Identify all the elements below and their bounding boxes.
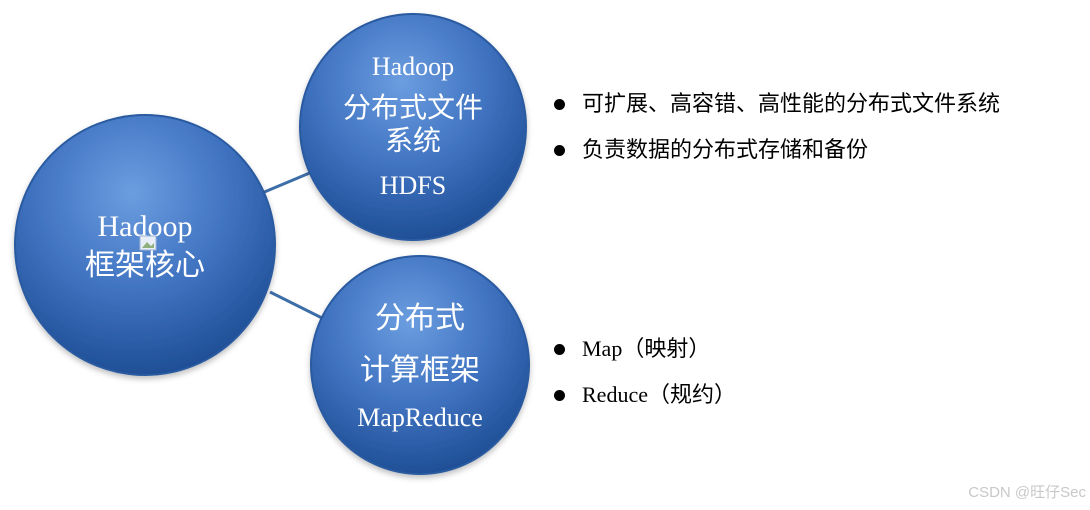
- bullet-icon: [554, 99, 565, 110]
- watermark: CSDN @旺仔Sec: [968, 484, 1086, 501]
- list-item-text: Map（映射）: [582, 336, 711, 361]
- list-item-text: 可扩展、高容错、高性能的分布式文件系统: [582, 91, 1001, 116]
- list-item-text: 负责数据的分布式存储和备份: [582, 137, 869, 162]
- mapreduce-line-1: 分布式: [375, 302, 465, 335]
- connector-core-hdfs: [261, 170, 313, 195]
- mapreduce-line-2: 计算框架: [360, 354, 480, 387]
- connector-core-mapreduce: [269, 290, 323, 320]
- mapreduce-node: 分布式 计算框架 MapReduce: [310, 255, 530, 475]
- bullet-icon: [554, 145, 565, 156]
- hdfs-bullet-list: 可扩展、高容错、高性能的分布式文件系统 负责数据的分布式存储和备份: [552, 89, 1000, 181]
- bullet-icon: [554, 390, 565, 401]
- list-item: Map（映射）: [552, 334, 736, 364]
- hdfs-line-3: 系统: [385, 125, 441, 157]
- core-node: Hadoop 框架核心: [14, 114, 276, 376]
- hdfs-line-2: 分布式文件: [343, 92, 483, 124]
- mapreduce-bullet-list: Map（映射） Reduce（规约）: [552, 334, 736, 426]
- bullet-icon: [554, 344, 565, 355]
- list-item: Reduce（规约）: [552, 380, 736, 410]
- list-item-text: Reduce（规约）: [582, 382, 736, 407]
- hdfs-node: Hadoop 分布式文件 系统 HDFS: [299, 13, 527, 241]
- mapreduce-line-3: MapReduce: [357, 403, 483, 432]
- list-item: 可扩展、高容错、高性能的分布式文件系统: [552, 89, 1000, 119]
- hdfs-line-1: Hadoop: [372, 52, 454, 81]
- core-subtitle: 框架核心: [85, 249, 205, 282]
- broken-image-icon: [139, 235, 157, 251]
- hdfs-line-4: HDFS: [380, 171, 446, 200]
- list-item: 负责数据的分布式存储和备份: [552, 135, 1000, 165]
